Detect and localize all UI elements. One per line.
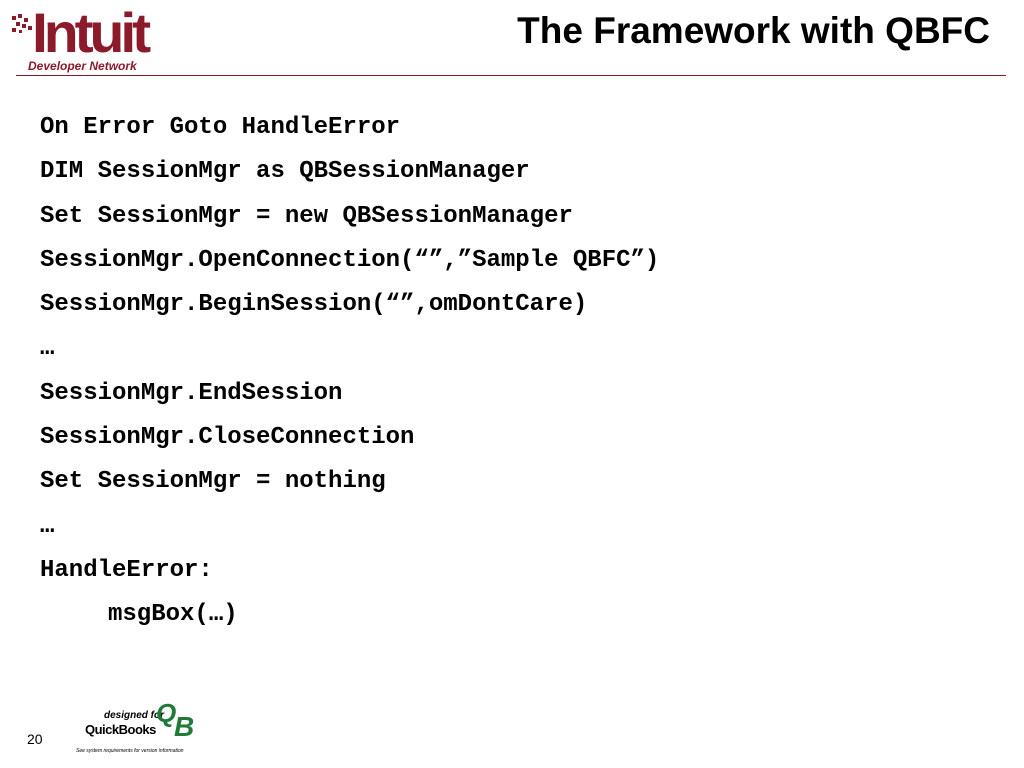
page-number: 20 bbox=[27, 731, 43, 747]
quickbooks-logo-icon: Q B bbox=[156, 696, 204, 746]
code-line: DIM SessionMgr as QBSessionManager bbox=[40, 158, 530, 186]
code-line: SessionMgr.OpenConnection(“”,”Sample QBF… bbox=[40, 246, 660, 274]
code-line: Set SessionMgr = new QBSessionManager bbox=[40, 202, 573, 230]
code-line: … bbox=[40, 335, 55, 363]
code-line: SessionMgr.BeginSession(“”,omDontCare) bbox=[40, 291, 588, 319]
intuit-logo-icon bbox=[12, 14, 32, 33]
header-divider bbox=[16, 75, 1006, 76]
logo-wordmark: Intuit bbox=[32, 1, 151, 64]
slide-title: The Framework with QBFC bbox=[517, 10, 990, 51]
code-line: On Error Goto HandleError bbox=[40, 114, 401, 141]
code-listing: On Error Goto HandleError DIM SessionMgr… bbox=[40, 106, 659, 638]
intuit-logo: Intuit Developer Network bbox=[10, 1, 190, 76]
svg-text:Q: Q bbox=[156, 698, 176, 728]
code-line: SessionMgr.CloseConnection bbox=[40, 424, 415, 452]
badge-designed-for: designed for bbox=[104, 710, 165, 721]
code-line: SessionMgr.EndSession bbox=[40, 379, 343, 407]
logo-subtitle: Developer Network bbox=[28, 59, 137, 73]
svg-text:B: B bbox=[174, 711, 194, 742]
code-line: Set SessionMgr = nothing bbox=[40, 468, 386, 496]
code-line: msgBox(…) bbox=[108, 601, 238, 629]
quickbooks-badge: designed for QuickBooks See system requi… bbox=[74, 688, 214, 760]
badge-note: See system requirements for version info… bbox=[76, 748, 184, 754]
code-line: … bbox=[40, 512, 55, 540]
badge-brand: QuickBooks bbox=[85, 722, 156, 737]
code-line: HandleError: bbox=[40, 556, 213, 584]
